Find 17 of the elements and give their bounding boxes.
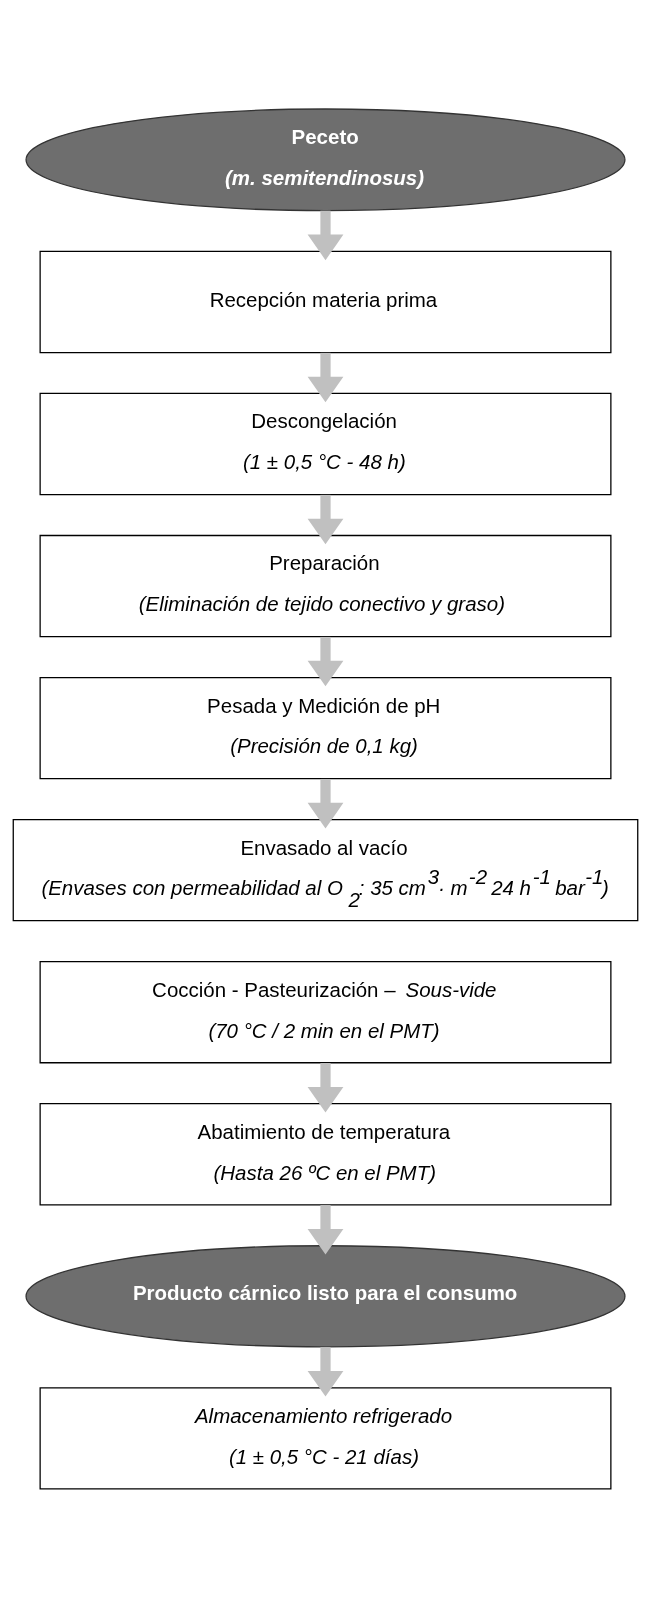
node-box: Abatimiento de temperatura (Hasta 26 ºC en el PMT)	[39, 1103, 612, 1206]
arrow	[307, 210, 344, 261]
arrow	[307, 1205, 344, 1255]
arrow	[307, 1063, 344, 1113]
node-ellipse: Peceto (m. semitendinosus)	[25, 108, 626, 212]
arrow	[307, 494, 344, 545]
node-box: Recepción materia prima	[39, 250, 612, 354]
arrow	[307, 636, 344, 687]
node-box: Descongelación (1 ± 0,5 °C - 48 h)	[39, 392, 612, 496]
node-box: Cocción - Pasteurización – Sous-vide (70 °C / 2 min en el PMT)	[39, 961, 612, 1064]
node-ellipse: Producto cárnico listo para el consumo	[25, 1245, 626, 1348]
node-box: Preparación (Eliminación de tejido conectivo y graso)	[39, 534, 612, 638]
arrow	[307, 1347, 344, 1397]
node-box: Almacenamiento refrigerado (1 ± 0,5 °C - 21 días)	[39, 1387, 612, 1490]
arrow	[307, 778, 344, 829]
arrow	[307, 352, 344, 403]
node-box: Pesada y Medición de pH (Precisión de 0,1 kg)	[39, 676, 612, 780]
